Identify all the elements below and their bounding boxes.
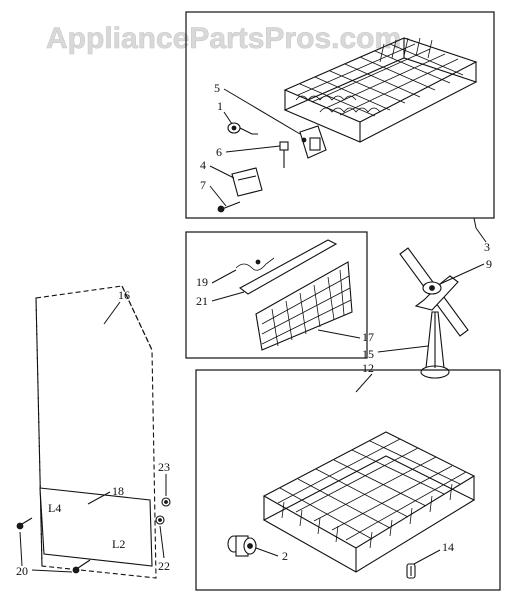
leader-9: [439, 263, 485, 285]
callout-15: 15: [362, 347, 374, 361]
upper-rack-frame: [185, 11, 495, 219]
part-adjuster-block[interactable]: [231, 167, 263, 197]
panel-mark-lower: L2: [112, 537, 125, 551]
leader-12: [355, 373, 373, 393]
leader-3: [473, 217, 477, 229]
panel-mark-upper: L4: [48, 501, 61, 515]
leader-4: [209, 165, 235, 179]
part-screw[interactable]: [217, 201, 241, 213]
part-hinge-hardware[interactable]: [155, 497, 171, 525]
leader-22: [159, 525, 165, 559]
cover-assembly-frame: [185, 231, 368, 359]
callout-5: 5: [214, 81, 220, 95]
part-slide-bar[interactable]: [238, 239, 338, 295]
leader-15: [377, 345, 429, 353]
callout-21: 21: [196, 294, 208, 308]
part-wire-spring[interactable]: [235, 257, 275, 271]
part-stud[interactable]: [279, 141, 289, 168]
part-rack-clip[interactable]: [406, 563, 416, 579]
callout-4: 4: [200, 158, 206, 172]
part-adjuster-bracket[interactable]: [299, 125, 327, 159]
watermark-text: AppliancePartsPros.com: [46, 22, 401, 55]
leader-16: [103, 301, 121, 325]
callout-1: 1: [217, 99, 223, 113]
upper-rack[interactable]: [283, 37, 478, 143]
callout-12: 12: [362, 361, 374, 375]
leader-21: [211, 291, 245, 302]
callout-6: 6: [216, 145, 222, 159]
leader-7: [209, 185, 227, 207]
part-spray-tube[interactable]: [420, 311, 450, 379]
part-roller-clip[interactable]: [227, 122, 258, 135]
leader-18: [87, 491, 111, 505]
part-panel-screws[interactable]: [16, 517, 91, 574]
callout-3: 3: [484, 240, 490, 254]
callout-2: 2: [282, 549, 288, 563]
part-lower-roller[interactable]: [227, 535, 257, 557]
leader-14: [413, 549, 441, 565]
part-spray-arm[interactable]: [399, 247, 469, 337]
part-grille-cover[interactable]: [255, 261, 353, 351]
leader-6: [225, 145, 281, 153]
callout-20: 20: [16, 564, 28, 578]
leader-19: [211, 269, 237, 284]
callout-7: 7: [200, 178, 206, 192]
callout-18: 18: [112, 484, 124, 498]
callout-14: 14: [442, 540, 454, 554]
leader-17: [317, 329, 361, 339]
callout-19: 19: [196, 275, 208, 289]
leader-5: [223, 88, 301, 135]
lower-rack-frame: [195, 369, 501, 591]
leader-1: [223, 111, 233, 125]
leader-20a: [19, 531, 23, 567]
callout-9: 9: [486, 257, 492, 271]
part-door-panel[interactable]: [35, 285, 157, 579]
callout-16: 16: [118, 288, 130, 302]
callout-23: 23: [158, 460, 170, 474]
callout-22: 22: [158, 559, 170, 573]
callout-17: 17: [362, 330, 374, 344]
lower-rack[interactable]: [262, 431, 476, 573]
leader-2: [255, 547, 279, 557]
part-trim-strip[interactable]: L4 L2: [39, 487, 153, 567]
leader-20b: [31, 569, 73, 573]
